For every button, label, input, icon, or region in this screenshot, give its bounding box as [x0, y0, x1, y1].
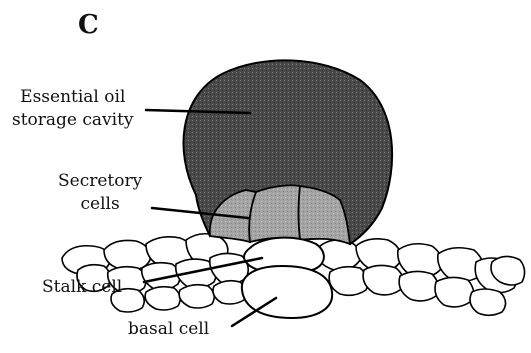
epidermal-cell: [363, 265, 403, 294]
stalk-cell-label: Stalk cell: [42, 276, 122, 299]
basal-cell-label: basal cell: [128, 318, 209, 341]
essential-oil-label-line1: Essential oil: [12, 86, 134, 109]
secretory-cells-label-line2: cells: [58, 193, 142, 216]
essential-oil-label-line2: storage cavity: [12, 109, 134, 132]
epidermal-cell: [435, 277, 474, 306]
epidermal-cell: [399, 271, 438, 300]
epidermal-cell: [104, 240, 150, 270]
secretory-cells-label-line1: Secretory: [58, 170, 142, 193]
secretory-cells-label: Secretory cells: [58, 170, 142, 216]
essential-oil-label: Essential oil storage cavity: [12, 86, 134, 132]
epidermal-cell: [329, 267, 368, 296]
secretory-cell: [249, 185, 300, 242]
epidermal-cell: [179, 285, 214, 308]
epidermal-cell: [470, 289, 506, 315]
epidermal-cell: [145, 287, 180, 310]
